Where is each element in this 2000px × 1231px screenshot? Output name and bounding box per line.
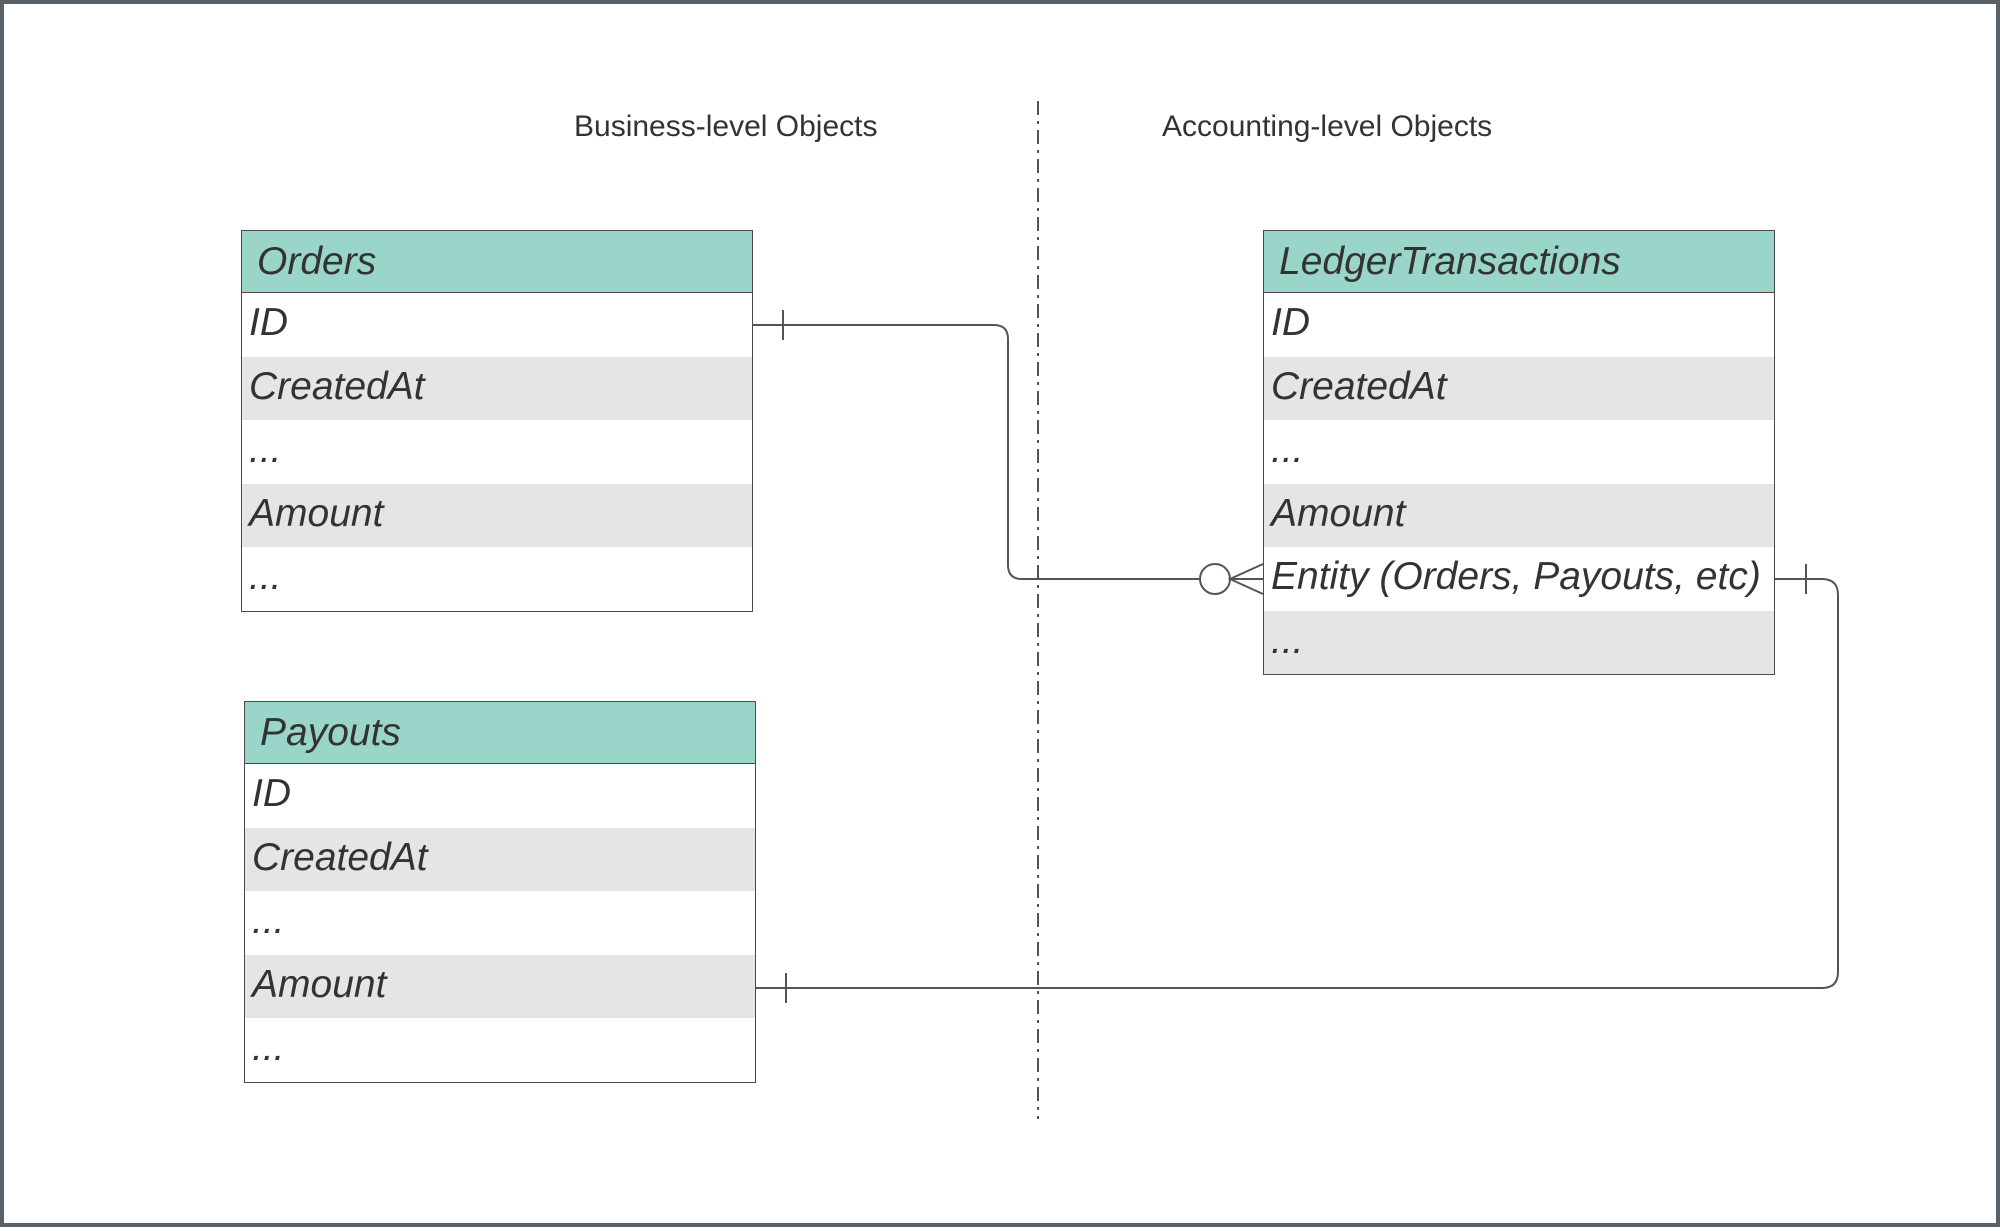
payouts-entity-title: Payouts <box>245 702 755 764</box>
orders-field-amount: Amount <box>242 483 752 547</box>
orders-field-createdat: CreatedAt <box>242 356 752 420</box>
orders-entity-table[interactable]: Orders ID CreatedAt ... Amount ... <box>241 230 753 612</box>
ledger-field-id: ID <box>1271 301 1310 344</box>
ledger-entity-title: LedgerTransactions <box>1264 231 1774 293</box>
orders-field-id: ID <box>249 301 288 344</box>
ledger-field-ellipsis: ... <box>1264 610 1774 674</box>
ledger-many-marker <box>1227 563 1264 595</box>
payouts-entity-table[interactable]: Payouts ID CreatedAt ... Amount ... <box>244 701 756 1083</box>
orders-field-ellipsis: ... <box>249 555 282 598</box>
orders-field-ellipsis: ... <box>249 428 282 471</box>
business-section-label: Business-level Objects <box>574 110 878 143</box>
payouts-field-id: ID <box>252 772 291 815</box>
ledger-field-entity: Entity (Orders, Payouts, etc) <box>1271 555 1761 598</box>
payouts-field-ellipsis: ... <box>252 899 285 942</box>
accounting-section-label: Accounting-level Objects <box>1162 110 1493 143</box>
payouts-field-ellipsis: ... <box>252 1026 285 1069</box>
ledger-field-ellipsis: ... <box>1271 428 1304 471</box>
orders-ledger-connector <box>753 324 1200 580</box>
ledger-field-createdat: CreatedAt <box>1264 356 1774 420</box>
payouts-field-createdat: CreatedAt <box>245 827 755 891</box>
ledger-transactions-entity-table[interactable]: LedgerTransactions ID CreatedAt ... Amou… <box>1263 230 1775 675</box>
payouts-field-amount: Amount <box>245 954 755 1018</box>
ledger-zero-marker <box>1199 563 1231 595</box>
orders-entity-title: Orders <box>242 231 752 293</box>
ledger-field-amount: Amount <box>1264 483 1774 547</box>
